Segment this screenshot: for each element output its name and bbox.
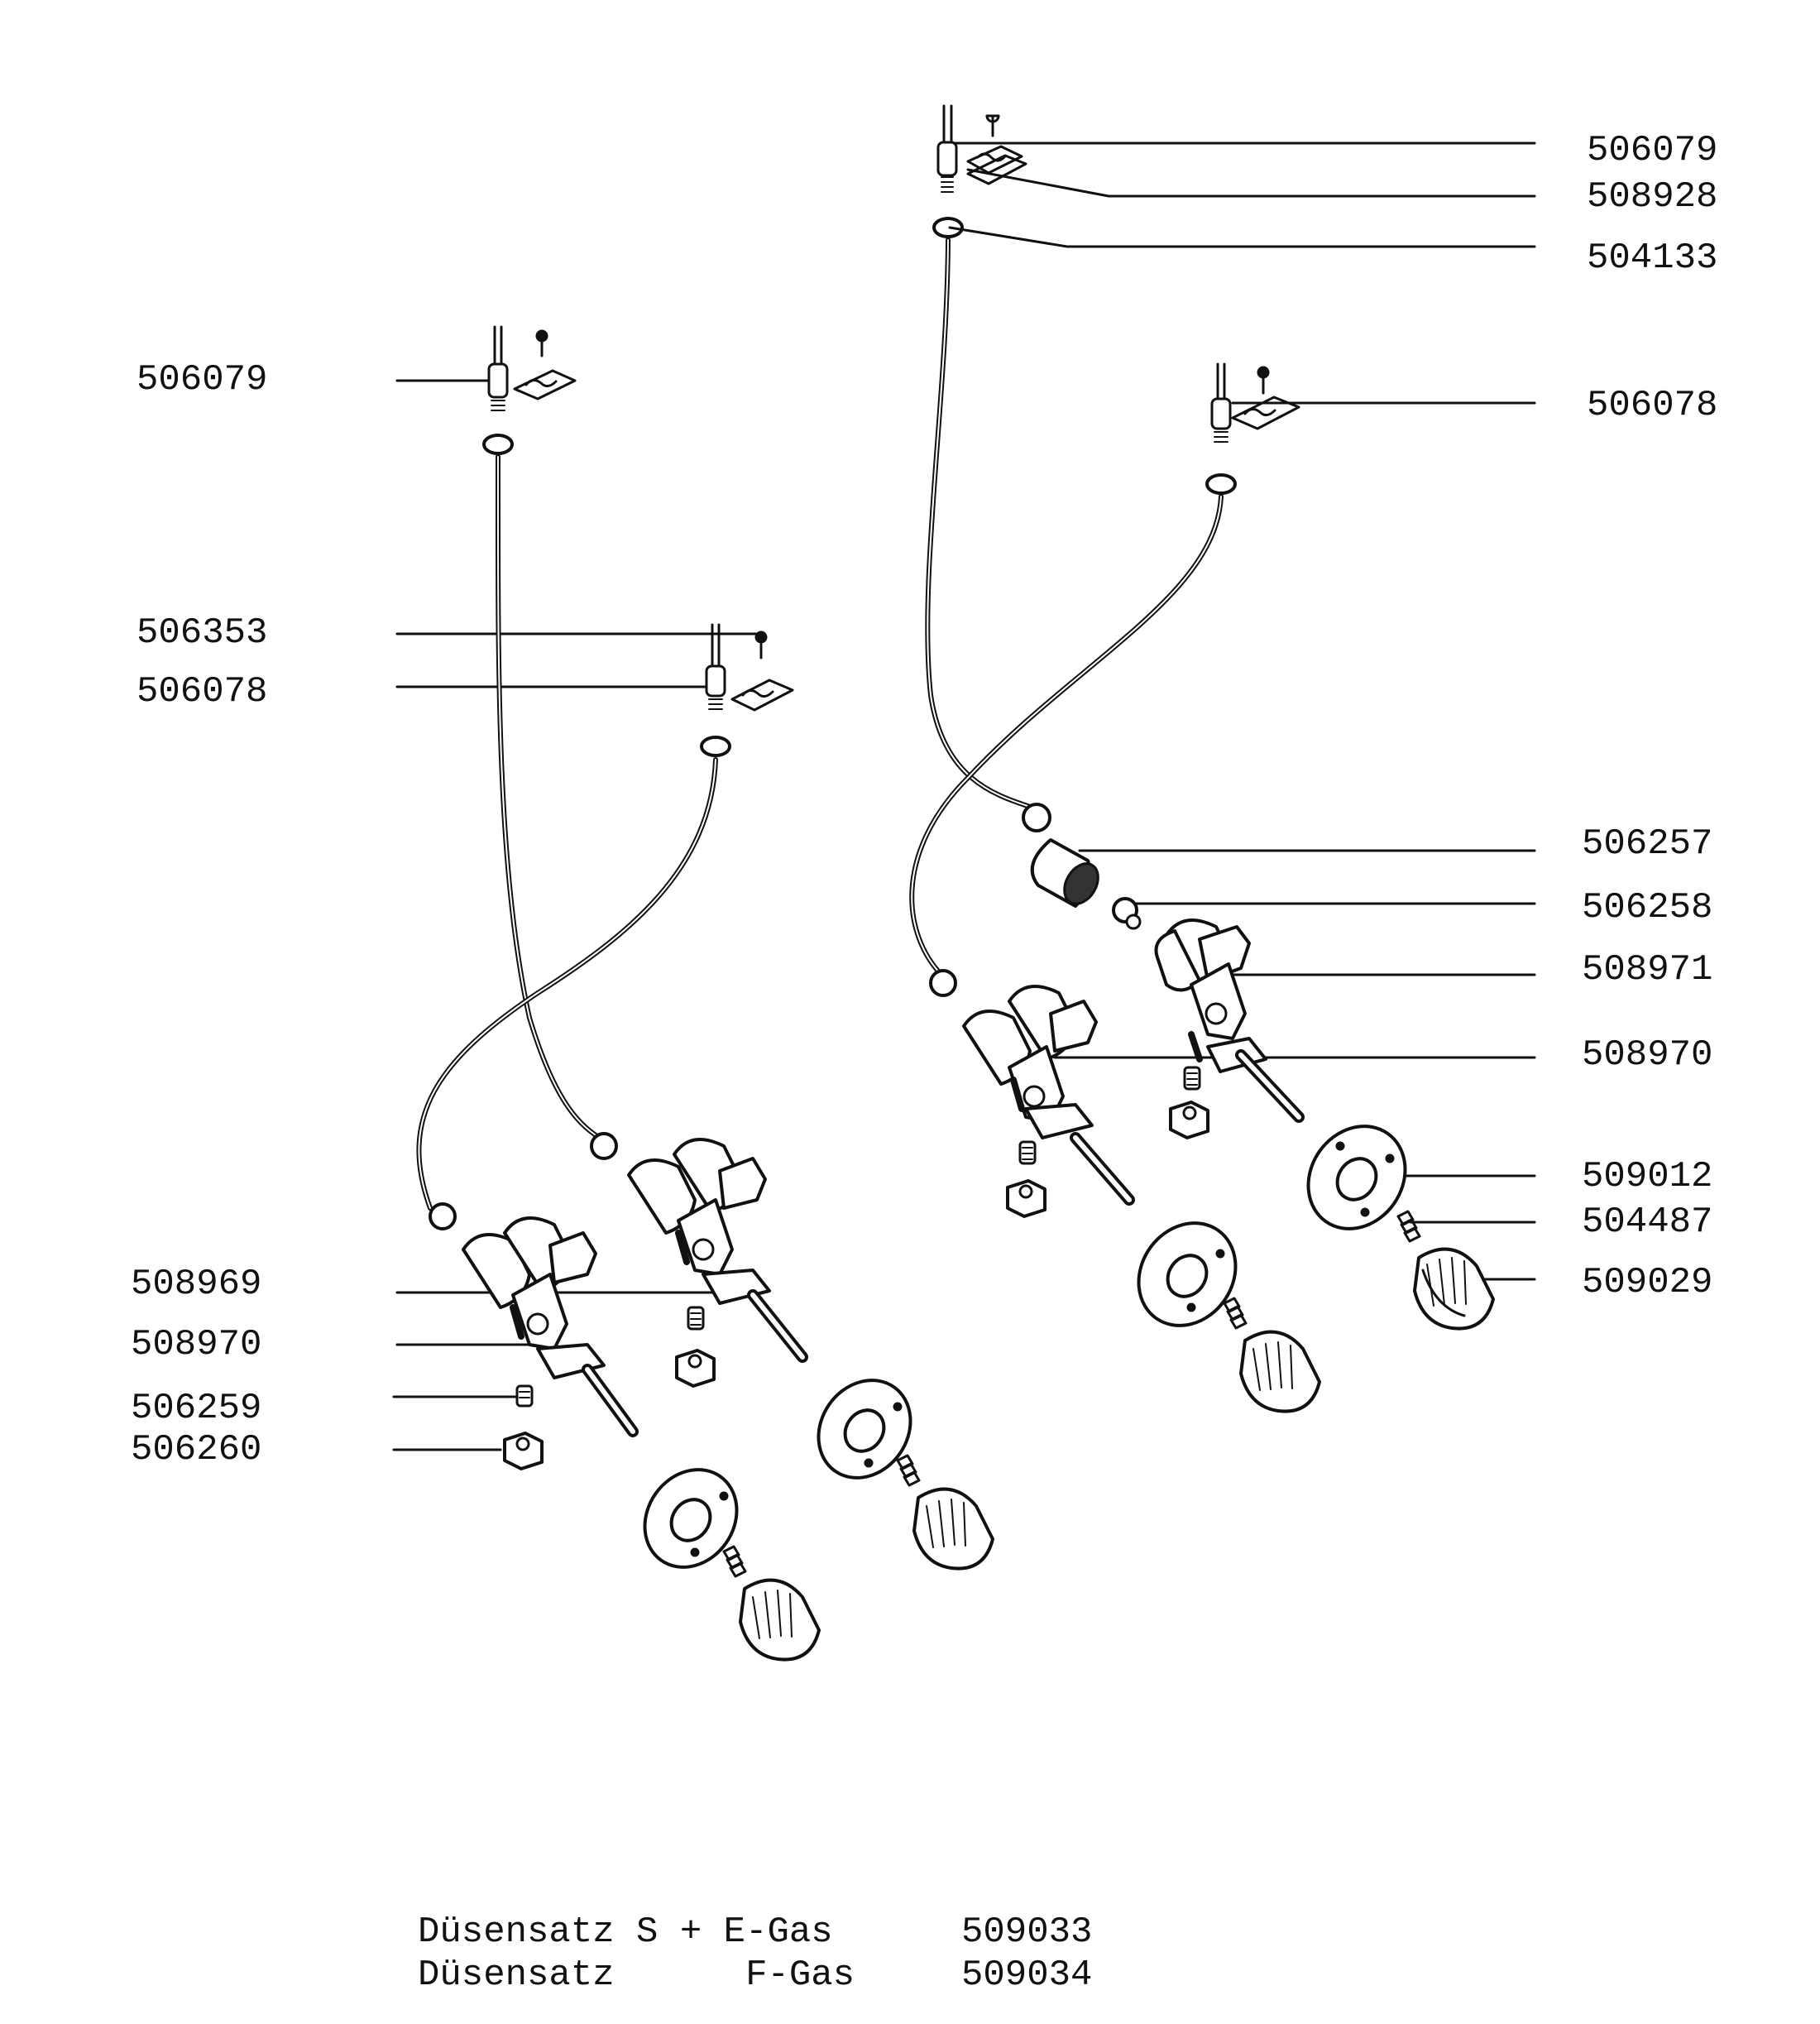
part-number-506079-left: 506079	[136, 359, 268, 400]
leader-lines	[392, 141, 1536, 1451]
right-thermocouple-short	[909, 362, 1300, 979]
part-number-508969: 508969	[131, 1264, 262, 1305]
nozzle-set-f-gas-number: 509034	[961, 1954, 1093, 1996]
part-number-506079-right: 506079	[1587, 130, 1718, 171]
nozzle-set-s-e-gas-name: Düsensatz S + E-Gas	[418, 1911, 833, 1953]
part-number-506258: 506258	[1582, 887, 1713, 928]
part-number-506257: 506257	[1582, 823, 1713, 865]
part-number-504133: 504133	[1587, 237, 1718, 279]
right-thermocouple-long	[925, 104, 1032, 809]
part-number-508970-right: 508970	[1582, 1034, 1713, 1076]
left-thermocouple-short	[416, 623, 794, 1211]
part-number-508928: 508928	[1587, 176, 1718, 218]
part-number-508971: 508971	[1582, 949, 1713, 990]
part-number-506078-left: 506078	[136, 671, 268, 712]
part-number-508970-left: 508970	[131, 1324, 262, 1365]
part-number-509012: 509012	[1582, 1156, 1713, 1197]
part-number-504487: 504487	[1582, 1201, 1713, 1243]
nozzle-set-s-e-gas-number: 509033	[961, 1911, 1093, 1953]
part-number-506259: 506259	[131, 1388, 262, 1429]
right-valve-assembly	[929, 803, 1495, 1413]
part-number-506260: 506260	[131, 1429, 262, 1470]
part-number-506078-right: 506078	[1587, 385, 1718, 426]
left-thermocouple-long	[482, 325, 602, 1140]
part-number-509029: 509029	[1582, 1262, 1713, 1303]
part-number-506353: 506353	[136, 612, 268, 654]
left-valve-assembly	[429, 1132, 994, 1662]
nozzle-set-f-gas-name: Düsensatz F-Gas	[418, 1954, 855, 1996]
